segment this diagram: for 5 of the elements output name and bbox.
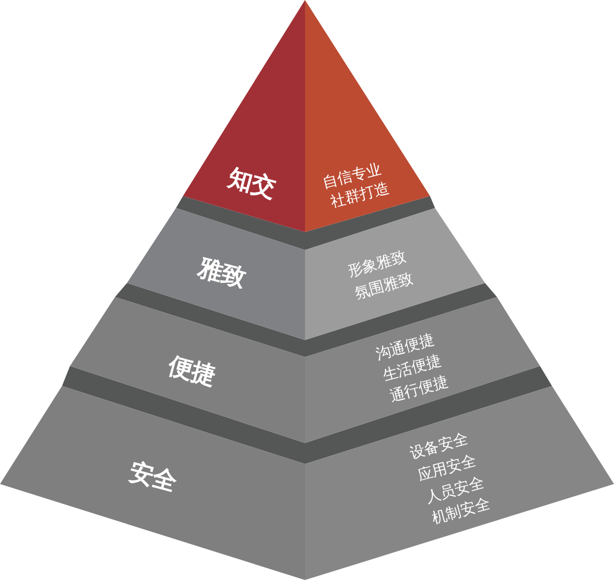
pyramid-apex [183,0,430,232]
tier-heading: 安全 [126,458,180,496]
tier-heading: 便捷 [165,352,219,390]
tier-heading: 雅致 [195,254,249,292]
tier-heading: 知交 [225,164,279,202]
